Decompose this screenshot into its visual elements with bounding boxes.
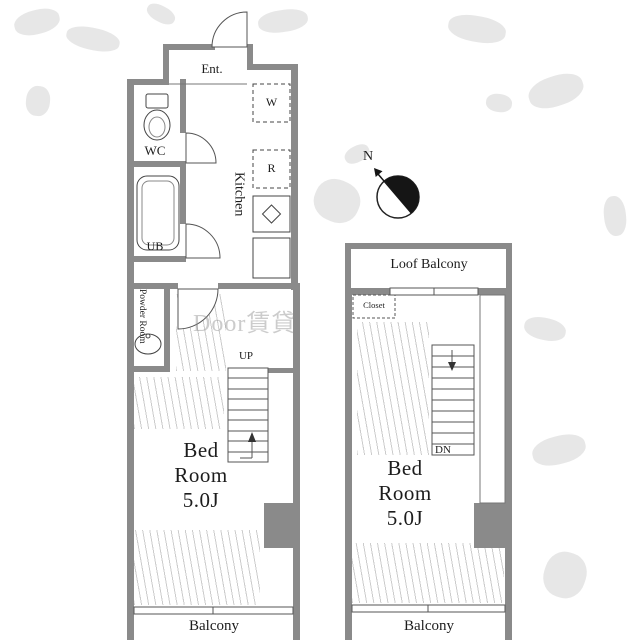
wall <box>345 288 352 640</box>
powder-room-label: Powder Room <box>136 289 147 344</box>
window-2f-balcony <box>351 604 506 613</box>
stove-icon <box>252 195 291 233</box>
bedroom-door-arc <box>177 288 219 330</box>
bathtub-icon <box>136 175 180 251</box>
roof-balcony-label: Loof Balcony <box>390 257 468 272</box>
floor-hatch <box>134 377 224 429</box>
wall <box>345 243 512 249</box>
wall <box>163 44 169 85</box>
balcony-1f-label: Balcony <box>189 618 239 634</box>
bedroom-1f-label: Bed Room 5.0J <box>174 438 228 512</box>
kitchen-label: Kitchen <box>231 172 247 217</box>
wall <box>506 243 512 295</box>
watermark: Door賃貸 <box>193 311 297 337</box>
stairs-1f <box>227 367 269 463</box>
shaft <box>479 294 506 504</box>
washer-label: W <box>265 95 278 109</box>
closet-label: Closet <box>363 300 385 310</box>
wall <box>127 79 169 85</box>
balcony-2f-label: Balcony <box>404 618 454 634</box>
entrance-label: Ent. <box>201 61 223 76</box>
wall <box>127 283 178 289</box>
wc-label: WC <box>144 143 166 158</box>
closet-outline <box>352 294 396 319</box>
pillar <box>264 503 300 548</box>
wall <box>127 79 134 640</box>
wall <box>163 44 215 50</box>
down-arrow-icon <box>448 362 456 371</box>
stairs-dn-label: DN <box>435 444 451 456</box>
pillar <box>474 503 512 548</box>
wall <box>247 64 298 70</box>
toilet-icon <box>143 93 171 141</box>
wall <box>293 283 300 640</box>
up-arrow-icon <box>248 432 256 442</box>
wall <box>505 288 512 640</box>
wall <box>247 44 253 70</box>
kitchen-sink-box <box>252 237 291 279</box>
stairs-2f <box>431 344 475 456</box>
fridge-label: R <box>267 161 276 175</box>
window-2f-roof-balcony <box>389 287 479 296</box>
sink-icon <box>134 333 162 355</box>
wall <box>164 283 170 372</box>
floor-hatch <box>357 322 429 455</box>
washer-box <box>252 83 291 123</box>
wall <box>127 161 186 167</box>
wall <box>268 368 293 373</box>
wall <box>127 366 170 372</box>
wall <box>345 243 351 295</box>
window-1f-balcony <box>133 606 294 615</box>
bath-door-arc <box>185 223 221 259</box>
floor-hatch <box>352 543 504 603</box>
compass-north-label: N <box>362 149 374 164</box>
stairs-up-label: UP <box>238 350 254 362</box>
wc-door-arc <box>185 132 217 164</box>
wall <box>291 64 298 290</box>
bedroom-2f-label: Bed Room 5.0J <box>378 456 432 530</box>
fridge-box <box>252 149 291 189</box>
floor-hatch <box>134 530 260 605</box>
wall <box>180 79 186 133</box>
wall <box>127 256 186 262</box>
compass-icon <box>374 168 420 219</box>
north-arrow-icon <box>374 168 383 177</box>
wall <box>218 283 298 289</box>
bath-label: UB <box>146 239 164 253</box>
wall <box>180 167 186 224</box>
entrance-door-arc <box>211 11 248 48</box>
